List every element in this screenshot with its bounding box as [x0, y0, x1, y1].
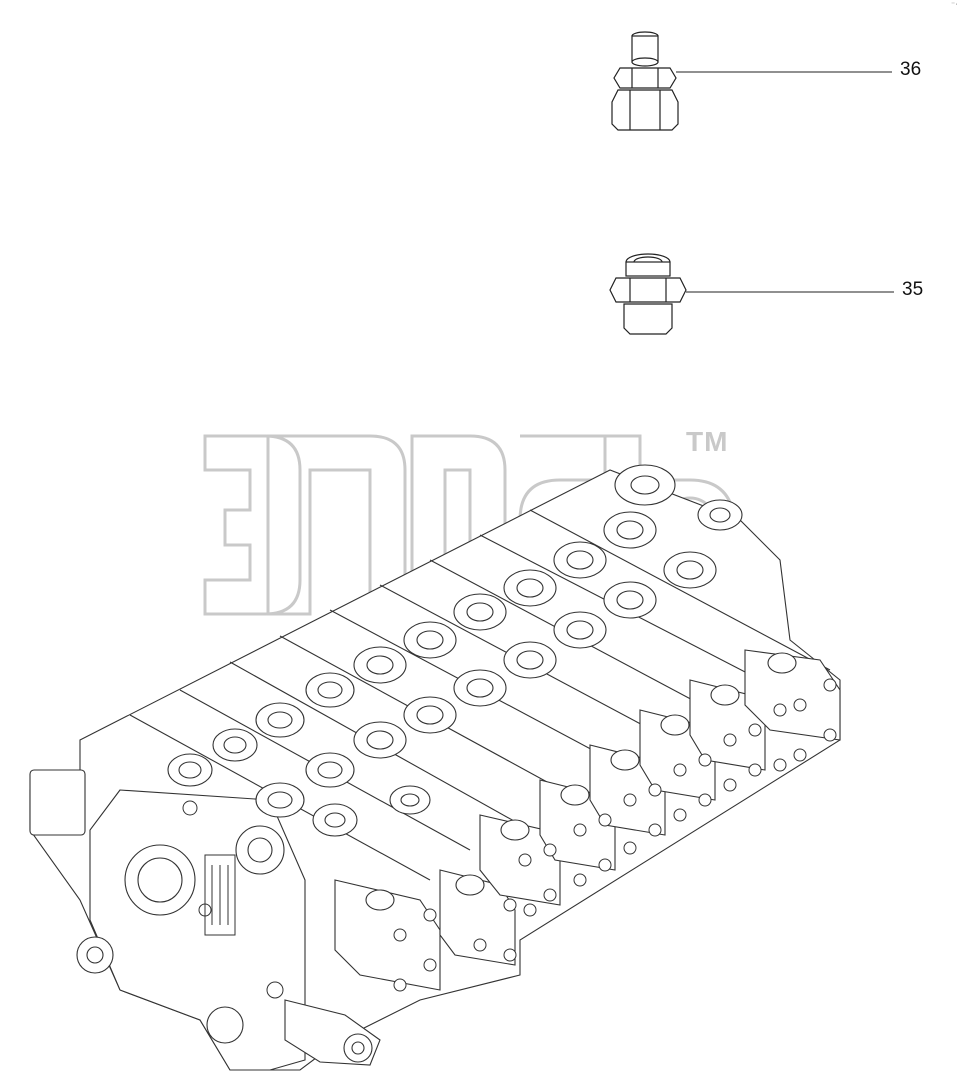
control-valve-assembly [29, 469, 841, 1071]
callout-36: 36 [900, 59, 922, 80]
bolts [182, 678, 837, 999]
corner-mark: ⁻‧ [951, 0, 958, 9]
fitting-35 [609, 253, 687, 335]
fitting-36 [611, 31, 679, 131]
trademark-symbol: TM [686, 426, 729, 457]
spool-caps [167, 464, 743, 837]
nameplate [204, 854, 236, 936]
section-port-blocks [334, 649, 841, 991]
callout-35: 35 [902, 279, 924, 300]
